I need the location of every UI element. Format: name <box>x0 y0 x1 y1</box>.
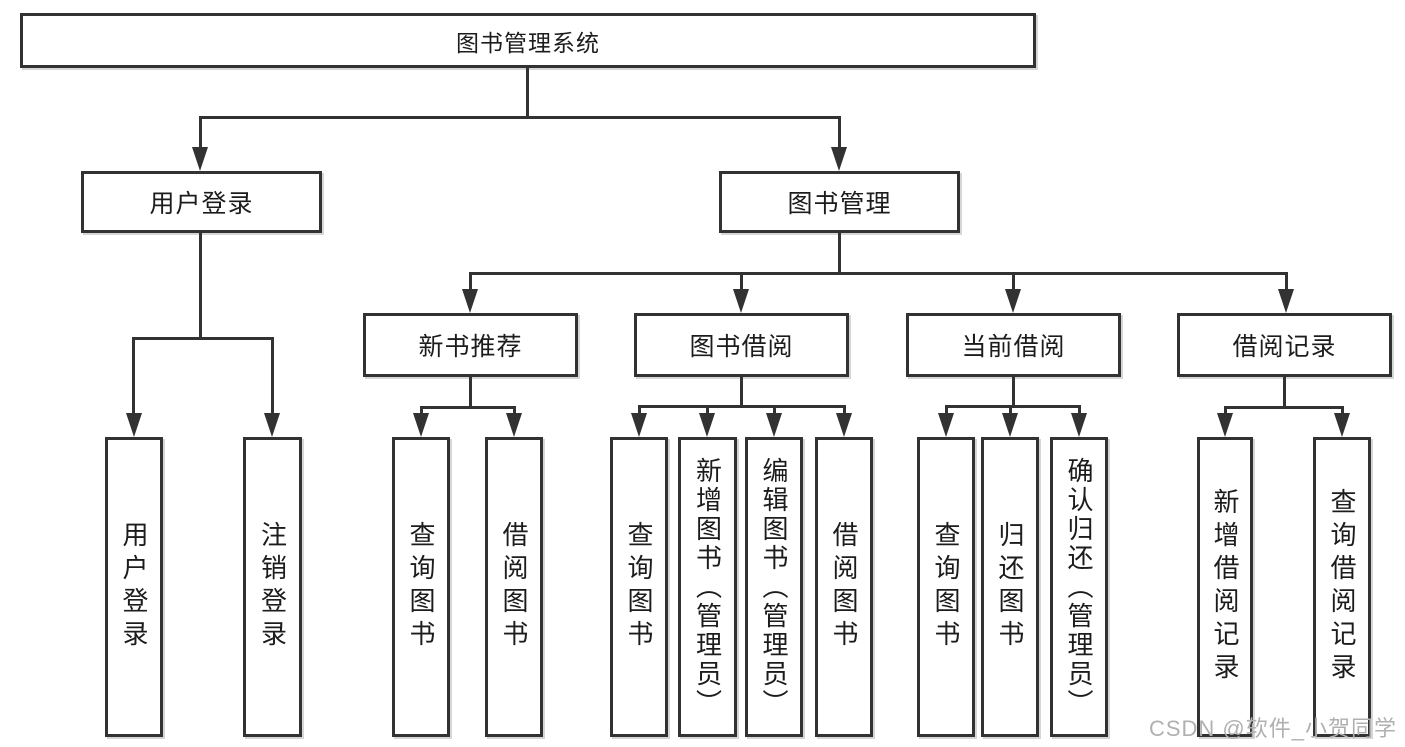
connector-line <box>271 337 274 415</box>
leaf-cb-return-books: 归还图书 <box>981 437 1039 737</box>
node-root: 图书管理系统 <box>20 13 1036 68</box>
watermark: CSDN @软件_小贺同学 <box>1148 716 1397 741</box>
arrow-down-icon <box>1278 289 1294 313</box>
connector-line <box>1341 406 1344 415</box>
node-label: 图书管理系统 <box>456 29 600 56</box>
connector-line <box>740 272 743 291</box>
arrow-down-icon <box>264 413 280 437</box>
arrow-down-icon <box>192 147 208 171</box>
node-borrow-record: 借阅记录 <box>1177 313 1392 377</box>
arrow-down-icon <box>1002 413 1018 437</box>
connector-line <box>1012 375 1015 407</box>
connector-line <box>773 405 776 415</box>
leaf-cb-confirm-return-admin: 确认归还（管理员） <box>1050 437 1108 737</box>
connector-line <box>1009 405 1012 415</box>
node-label: 图书借阅 <box>689 333 794 361</box>
connector-line <box>838 231 841 275</box>
connector-line <box>1283 375 1286 409</box>
arrow-down-icon <box>413 413 429 437</box>
node-label: 确认归还（管理员） <box>1064 456 1094 718</box>
node-book-management: 图书管理 <box>719 171 960 233</box>
node-label: 用户登录 <box>119 521 149 653</box>
leaf-br-query-record: 查询借阅记录 <box>1313 437 1371 737</box>
leaf-bb-edit-books-admin: 编辑图书（管理员） <box>745 437 803 737</box>
connector-line <box>706 405 709 415</box>
connector-line <box>945 405 1081 408</box>
arrow-down-icon <box>938 413 954 437</box>
leaf-bb-add-books-admin: 新增图书（管理员） <box>678 437 737 737</box>
connector-line <box>513 406 516 415</box>
arrow-down-icon <box>1071 413 1087 437</box>
connector-line <box>638 405 846 408</box>
connector-line <box>199 116 841 119</box>
leaf-bb-borrow-books: 借阅图书 <box>815 437 873 737</box>
connector-line <box>843 405 846 415</box>
connector-line <box>1012 272 1015 291</box>
node-label: 归还图书 <box>995 521 1025 653</box>
node-label: 查询借阅记录 <box>1327 488 1357 686</box>
leaf-br-add-record: 新增借阅记录 <box>1197 437 1253 737</box>
arrow-down-icon <box>462 289 478 313</box>
arrow-down-icon <box>831 147 847 171</box>
arrow-down-icon <box>836 413 852 437</box>
leaf-user-login: 用户登录 <box>105 437 163 737</box>
connector-line <box>1224 406 1227 415</box>
arrow-down-icon <box>631 413 647 437</box>
node-user-login: 用户登录 <box>81 171 322 233</box>
arrow-down-icon <box>1334 413 1350 437</box>
arrow-down-icon <box>1217 413 1233 437</box>
connector-line <box>526 66 529 118</box>
connector-line <box>469 272 472 291</box>
node-label: 借阅图书 <box>829 521 859 653</box>
node-label: 查询图书 <box>624 521 654 653</box>
arrow-down-icon <box>733 289 749 313</box>
connector-line <box>199 116 202 150</box>
node-label: 当前借阅 <box>961 333 1066 361</box>
connector-line <box>469 375 472 409</box>
node-new-book-recommend: 新书推荐 <box>363 313 578 377</box>
connector-line <box>420 406 423 415</box>
node-label: 查询图书 <box>931 521 961 653</box>
leaf-cb-query-books: 查询图书 <box>917 437 975 737</box>
node-label: 编辑图书（管理员） <box>759 456 789 718</box>
connector-line <box>740 375 743 407</box>
connector-line <box>1285 272 1288 291</box>
node-current-borrow: 当前借阅 <box>906 313 1121 377</box>
arrow-down-icon <box>766 413 782 437</box>
node-label: 新增图书（管理员） <box>692 456 723 718</box>
node-label: 新增借阅记录 <box>1210 488 1240 686</box>
node-book-borrow: 图书借阅 <box>634 313 849 377</box>
leaf-logout: 注销登录 <box>243 437 302 737</box>
node-label: 借阅记录 <box>1232 333 1337 361</box>
connector-line <box>199 231 202 339</box>
connector-line <box>132 337 273 340</box>
connector-line <box>945 405 948 415</box>
node-label: 借阅图书 <box>499 521 529 653</box>
leaf-bb-query-books: 查询图书 <box>610 437 668 737</box>
connector-line <box>420 406 516 409</box>
arrow-down-icon <box>126 413 142 437</box>
node-label: 图书管理 <box>787 190 892 218</box>
leaf-nbr-borrow-books: 借阅图书 <box>485 437 543 737</box>
node-label: 查询图书 <box>406 521 436 653</box>
arrow-down-icon <box>699 413 715 437</box>
connector-line <box>132 337 135 415</box>
node-label: 注销登录 <box>257 521 288 653</box>
connector-line <box>469 272 1288 275</box>
connector-line <box>838 116 841 150</box>
arrow-down-icon <box>1005 289 1021 313</box>
leaf-nbr-query-books: 查询图书 <box>392 437 450 737</box>
connector-line <box>1078 405 1081 415</box>
node-label: 新书推荐 <box>418 333 523 361</box>
arrow-down-icon <box>506 413 522 437</box>
node-label: 用户登录 <box>149 190 254 218</box>
connector-line <box>1224 406 1344 409</box>
connector-line <box>638 405 641 415</box>
